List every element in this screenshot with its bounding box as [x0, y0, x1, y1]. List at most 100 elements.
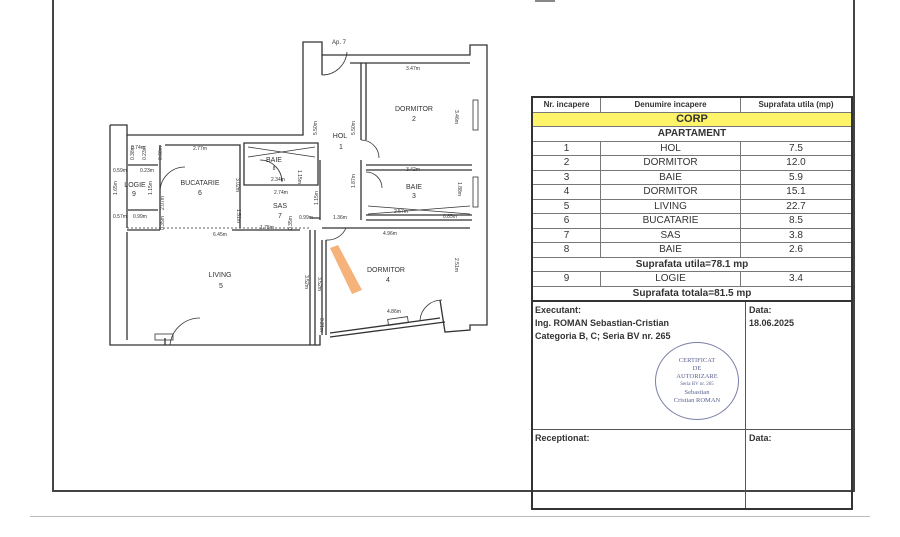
svg-text:9: 9: [132, 191, 136, 198]
room-nr: 2: [533, 156, 601, 170]
svg-text:1.65m: 1.65m: [113, 181, 119, 195]
svg-text:3.02m: 3.02m: [234, 178, 240, 192]
apartment-label: Ap. 7: [332, 40, 347, 46]
svg-text:2: 2: [412, 116, 416, 123]
room-area: 22.7: [786, 200, 806, 212]
svg-text:4.86m: 4.86m: [387, 309, 401, 315]
svg-text:DORMITOR: DORMITOR: [367, 267, 405, 274]
svg-text:6.45m: 6.45m: [213, 232, 227, 238]
svg-text:0.59m: 0.59m: [113, 168, 127, 174]
svg-text:1.51m: 1.51m: [235, 209, 241, 223]
svg-text:0.38m: 0.38m: [130, 146, 136, 160]
svg-text:3.47m: 3.47m: [406, 66, 420, 72]
room-nr: 6: [533, 214, 601, 228]
svg-text:3.42m: 3.42m: [406, 167, 420, 173]
svg-text:1.15m: 1.15m: [148, 181, 154, 195]
svg-text:BAIE: BAIE: [266, 157, 282, 164]
room-area: 5.9: [789, 171, 803, 183]
svg-text:0.60m: 0.60m: [158, 146, 164, 160]
svg-text:5: 5: [219, 283, 223, 290]
svg-text:1.15m: 1.15m: [296, 170, 302, 184]
svg-text:0.21m: 0.21m: [318, 318, 324, 332]
room-area: 12.0: [786, 157, 806, 168]
svg-text:0.57m: 0.57m: [113, 214, 127, 220]
room-name: BUCATARIE: [601, 214, 741, 228]
svg-text:BAIE: BAIE: [406, 184, 422, 191]
svg-text:3.52m: 3.52m: [303, 275, 309, 289]
executant-section: Executant: Ing. ROMAN Sebastian-Cristian…: [533, 302, 851, 430]
svg-text:1.15m: 1.15m: [314, 191, 320, 205]
svg-text:7: 7: [278, 213, 282, 220]
svg-text:3.52m: 3.52m: [316, 277, 322, 291]
svg-text:4.96m: 4.96m: [383, 231, 397, 237]
room-area: 7.5: [789, 142, 803, 154]
data2-label: Data:: [749, 433, 772, 443]
svg-text:2.07m: 2.07m: [160, 196, 166, 210]
page-border: [52, 0, 855, 492]
top-mark: [535, 0, 555, 2]
svg-text:2.74m: 2.74m: [274, 190, 288, 196]
svg-text:1.87m: 1.87m: [351, 174, 357, 188]
svg-text:0.35m: 0.35m: [288, 216, 294, 230]
corp-row: CORP: [533, 112, 851, 127]
svg-text:1.36m: 1.36m: [333, 215, 347, 221]
room-name: DORMITOR: [601, 156, 741, 170]
room-name: HOL: [601, 141, 741, 155]
svg-text:DORMITOR: DORMITOR: [395, 106, 433, 113]
svg-text:1.88m: 1.88m: [456, 182, 462, 196]
svg-text:5.50m: 5.50m: [351, 121, 357, 135]
svg-text:LIVING: LIVING: [209, 272, 232, 279]
room-name: DORMITOR: [601, 185, 741, 199]
room-nr: 8: [533, 243, 601, 257]
room-name: BAIE: [601, 170, 741, 184]
table-row: 9 LOGIE 3.4: [533, 272, 851, 287]
room-nr: 1: [533, 141, 601, 155]
room-nr: 3: [533, 170, 601, 184]
svg-text:3: 3: [412, 193, 416, 200]
svg-text:2.34m: 2.34m: [271, 177, 285, 183]
room-area: 2.6: [789, 244, 803, 255]
apartament-row: APARTAMENT: [533, 127, 851, 142]
svg-text:0.23m: 0.23m: [140, 168, 154, 174]
data-value: 18.06.2025: [749, 318, 795, 328]
svg-text:0.35m: 0.35m: [160, 216, 166, 230]
svg-text:0.23m: 0.23m: [142, 146, 148, 160]
room-nr: 7: [533, 228, 601, 242]
table-header: Nr. incapere Denumire incapere Suprafata…: [533, 98, 851, 113]
room-nr: 5: [533, 199, 601, 213]
svg-text:6: 6: [198, 190, 202, 197]
suprafata-totala: Suprafata totala=81.5 mp: [533, 287, 851, 302]
svg-text:0.99m: 0.99m: [133, 214, 147, 220]
room-name: LIVING: [601, 199, 741, 213]
rooms-table: Nr. incapere Denumire incapere Suprafata…: [531, 96, 853, 510]
receptionat-label: Receptionat:: [535, 433, 590, 443]
data-label: Data:: [749, 305, 772, 315]
bottom-line: [30, 516, 870, 517]
svg-text:1.75m: 1.75m: [260, 225, 274, 231]
svg-text:1: 1: [339, 144, 343, 151]
svg-text:LOGIE: LOGIE: [124, 182, 146, 189]
svg-text:3.46m: 3.46m: [453, 110, 459, 124]
svg-text:2.77m: 2.77m: [193, 146, 207, 152]
svg-text:SAS: SAS: [273, 203, 287, 210]
room-name: BAIE: [601, 243, 741, 257]
svg-text:5.50m: 5.50m: [313, 121, 319, 135]
svg-text:HOL: HOL: [333, 133, 348, 140]
executant-category: Categoria B, C; Seria BV nr. 265: [535, 331, 671, 341]
svg-text:4: 4: [386, 277, 390, 284]
svg-text:8: 8: [273, 166, 276, 172]
room-area: 8.5: [789, 215, 803, 226]
executant-name: Ing. ROMAN Sebastian-Cristian: [535, 318, 670, 328]
receptionat-section: Receptionat: Data:: [533, 430, 851, 508]
svg-text:BUCATARIE: BUCATARIE: [180, 180, 219, 187]
